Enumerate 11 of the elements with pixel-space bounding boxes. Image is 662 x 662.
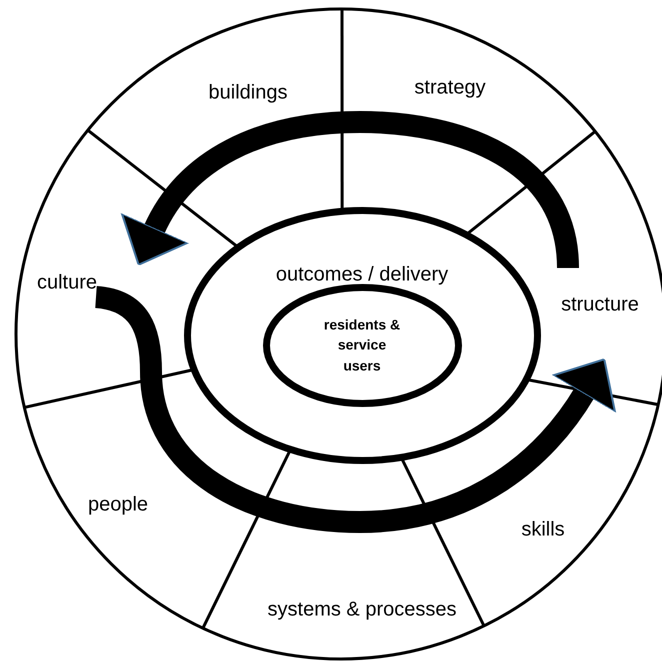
center-ellipse: [262, 284, 462, 406]
segment-label: culture: [36, 272, 98, 294]
segment-label: structure: [561, 294, 639, 316]
segment-label: systems & processes: [268, 598, 456, 622]
segment-label: buildings: [208, 82, 288, 104]
center-label: residents & service users: [322, 316, 402, 376]
segment-label: skills: [521, 518, 565, 542]
ring-label: outcomes / delivery: [276, 264, 448, 286]
segment-label: people: [88, 494, 148, 516]
segment-label: strategy: [414, 76, 486, 100]
ellipse-ring: [184, 206, 540, 464]
